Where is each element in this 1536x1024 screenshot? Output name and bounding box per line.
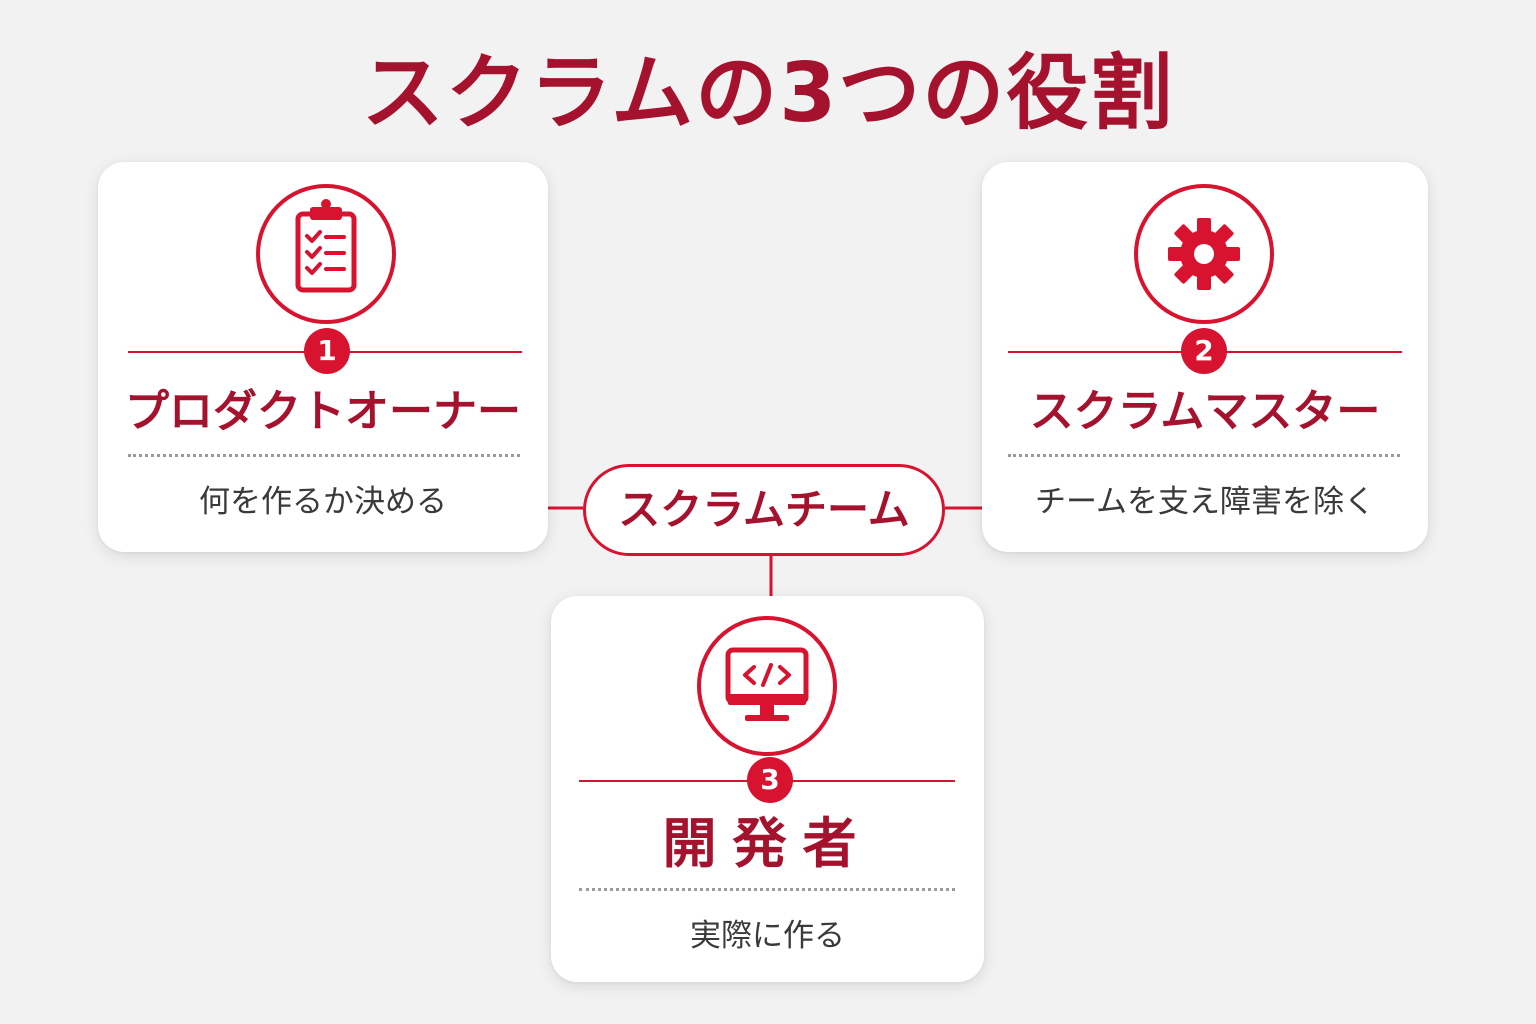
role-name: プロダクトオーナー [125, 386, 521, 437]
role-description: 何を作るか決める [199, 484, 447, 520]
role-description: 実際に作る [690, 918, 845, 954]
role-name: スクラムマスター [1029, 386, 1381, 437]
dotted-divider [579, 888, 955, 891]
developers-card: 3 開発者 実際に作る [551, 596, 984, 982]
monitor-code-icon [697, 616, 837, 756]
clipboard-checklist-icon [256, 184, 396, 324]
role-number-badge: 2 [1181, 328, 1227, 374]
gear-icon [1134, 184, 1274, 324]
role-description: チームを支え障害を除く [1034, 484, 1376, 520]
product-owner-card: 1 プロダクトオーナー 何を作るか決める [98, 162, 548, 552]
role-number-badge: 1 [304, 328, 350, 374]
scrum-team-node: スクラムチーム [583, 464, 945, 556]
scrum-master-card: 2 スクラムマスター チームを支え障害を除く [982, 162, 1428, 552]
page-title: スクラムの3つの役割 [361, 46, 1175, 141]
dotted-divider [1008, 454, 1400, 457]
role-name: 開発者 [662, 812, 873, 875]
role-number-badge: 3 [747, 757, 793, 803]
dotted-divider [128, 454, 520, 457]
